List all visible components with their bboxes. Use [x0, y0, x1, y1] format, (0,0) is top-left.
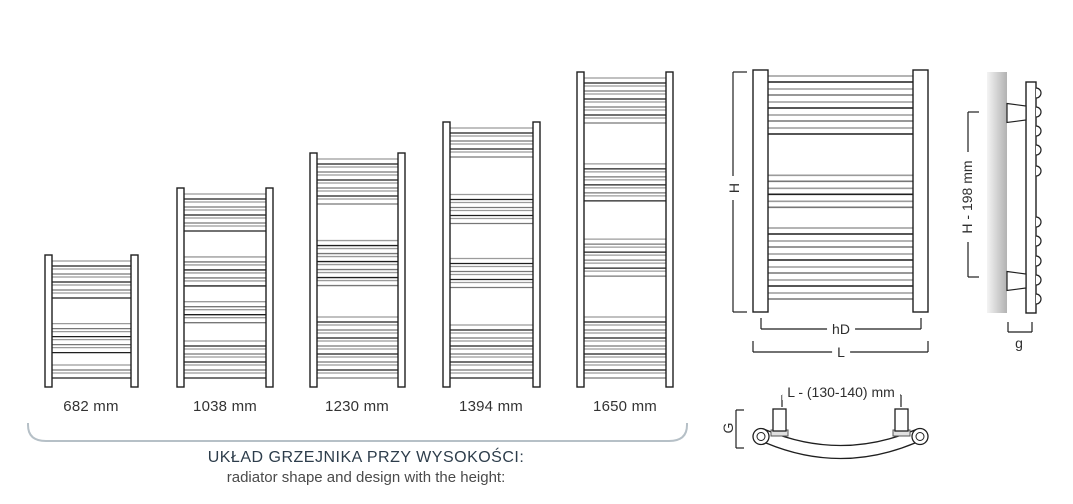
radiator-height-label-1230: 1230 mm [325, 398, 389, 415]
radiator-height-label-1038: 1038 mm [193, 398, 257, 415]
caption-title-pl: UKŁAD GRZEJNIKA PRZY WYSOKOŚCI: [207, 449, 525, 466]
dim-label-H-minus-198: H - 198 mm [959, 160, 975, 234]
dim-label-L-range: L - (130-140) mm [782, 384, 900, 400]
caption-subtitle-en: radiator shape and design with the heigh… [226, 469, 506, 486]
radiator-height-label-682: 682 mm [63, 398, 119, 415]
dim-label-G: G [720, 422, 736, 434]
dim-label-L: L [832, 344, 850, 360]
dim-label-hD: hD [827, 321, 855, 337]
dim-label-H: H [726, 182, 742, 194]
dim-label-g: g [1015, 335, 1023, 351]
radiator-height-label-1650: 1650 mm [593, 398, 657, 415]
radiator-height-label-1394: 1394 mm [459, 398, 523, 415]
